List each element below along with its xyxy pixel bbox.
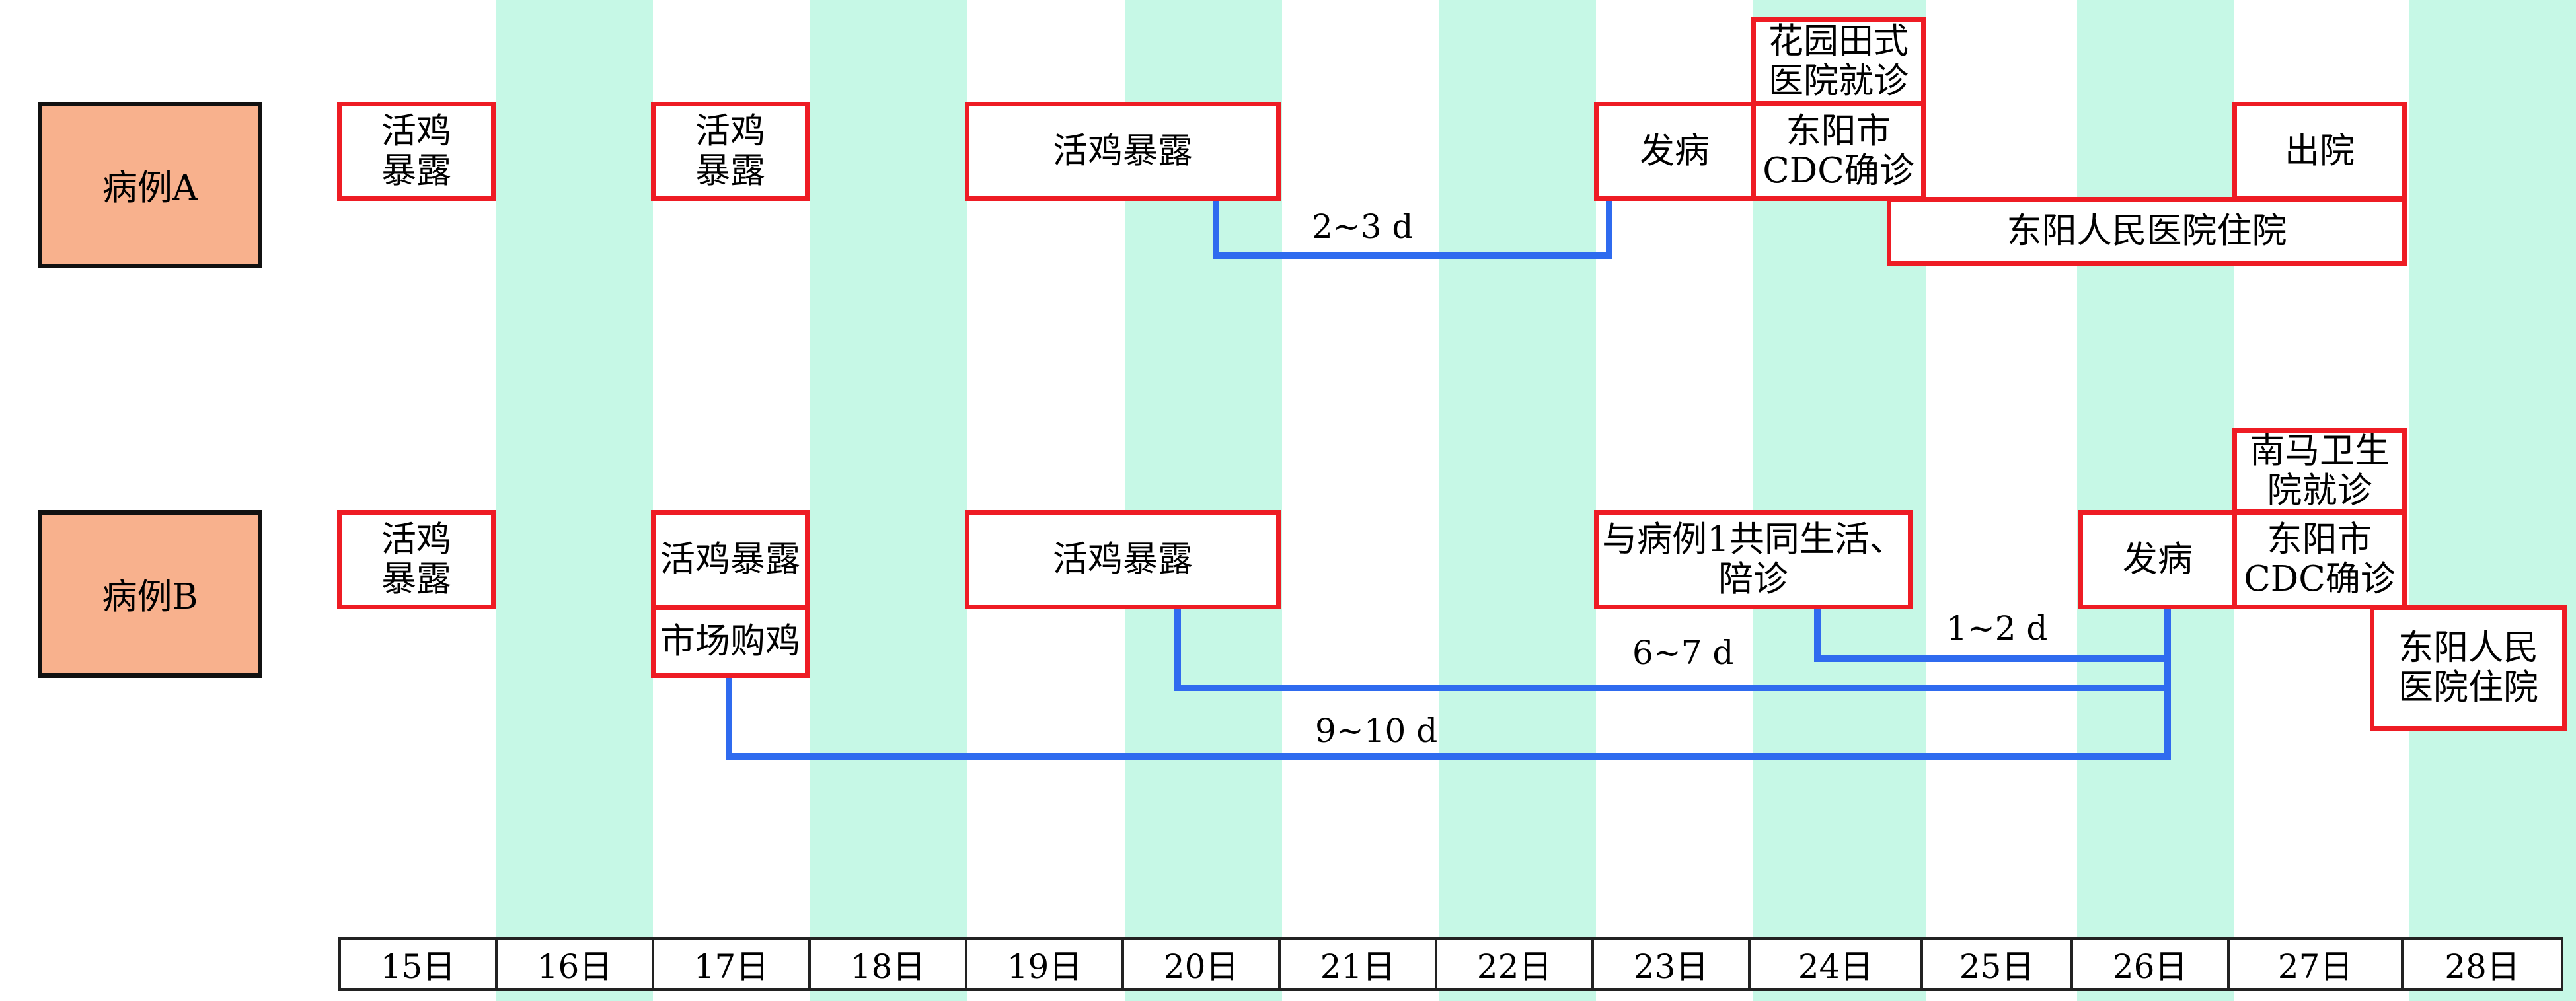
date-cell: 16日 <box>498 940 655 988</box>
case-a-discharge: 出院 <box>2232 102 2407 201</box>
case-b-market-purchase: 市场购鸡 <box>651 605 810 678</box>
case-b-contact-connector-bottom <box>1814 655 2171 662</box>
case-a-clinic-visit: 花园田式 医院就诊 <box>1751 17 1926 106</box>
date-cell: 25日 <box>1923 940 2074 988</box>
case-b-exposure-15: 活鸡 暴露 <box>337 510 496 609</box>
day-stripe-16 <box>496 0 653 1001</box>
date-cell: 27日 <box>2230 940 2404 988</box>
case-b-hospitalized: 东阳人民 医院住院 <box>2370 605 2567 731</box>
date-cell: 15日 <box>341 940 498 988</box>
case-b-clinic-visit: 南马卫生 院就诊 <box>2232 428 2407 514</box>
date-cell: 22日 <box>1437 940 1595 988</box>
case-b-label: 病例B <box>38 510 262 678</box>
date-cell: 17日 <box>654 940 812 988</box>
date-cell: 23日 <box>1594 940 1751 988</box>
day-stripe-28 <box>2409 0 2576 1001</box>
case-a-incubation-label: 2~3 d <box>1312 207 1414 246</box>
case-a-onset: 发病 <box>1594 102 1755 201</box>
case-a-incubation-connector-bottom <box>1213 252 1612 259</box>
case-b-exposure-17: 活鸡暴露 <box>651 510 810 609</box>
case-a-incubation-connector-right <box>1606 201 1612 259</box>
date-cell: 26日 <box>2073 940 2230 988</box>
day-stripe-26 <box>2077 0 2234 1001</box>
case-b-exposure-connector-left <box>1174 609 1181 691</box>
case-b-contact-label: 1~2 d <box>1946 609 2048 648</box>
case-b-exposure-19: 活鸡暴露 <box>965 510 1281 609</box>
case-b-cdc-confirm: 东阳市 CDC确诊 <box>2232 510 2407 609</box>
case-b-exposure-connector-bottom <box>1174 685 2171 691</box>
date-cell: 19日 <box>967 940 1125 988</box>
case-a-exposure-19: 活鸡暴露 <box>965 102 1281 201</box>
case-a-cdc-confirm: 东阳市 CDC确诊 <box>1751 102 1926 201</box>
case-b-market-label: 9~10 d <box>1315 712 1438 750</box>
day-stripe-18 <box>810 0 967 1001</box>
case-a-exposure-15: 活鸡 暴露 <box>337 102 496 201</box>
date-cell: 21日 <box>1281 940 1438 988</box>
case-a-exposure-17: 活鸡 暴露 <box>651 102 810 201</box>
case-b-market-connector-left <box>726 678 732 760</box>
case-a-label: 病例A <box>38 102 262 268</box>
case-a-hospitalized: 东阳人民医院住院 <box>1887 197 2407 266</box>
date-cell: 28日 <box>2444 947 2520 986</box>
case-b-contact-connector-left <box>1814 609 1821 662</box>
date-axis: 15日 16日 17日 18日 19日 20日 21日 22日 23日 24日 … <box>338 937 2563 991</box>
date-cell: 20日 <box>1124 940 1281 988</box>
case-a-incubation-connector-left <box>1213 201 1219 259</box>
day-stripe-22 <box>1439 0 1596 1001</box>
case-b-market-connector-bottom <box>726 753 2171 760</box>
date-cell: 24日 <box>1751 940 1924 988</box>
case-b-exposure-label: 6~7 d <box>1632 634 1734 672</box>
case-b-cohabitation: 与病例1共同生活、 陪诊 <box>1594 510 1913 609</box>
date-cell: 18日 <box>811 940 968 988</box>
case-b-onset: 发病 <box>2078 510 2237 609</box>
